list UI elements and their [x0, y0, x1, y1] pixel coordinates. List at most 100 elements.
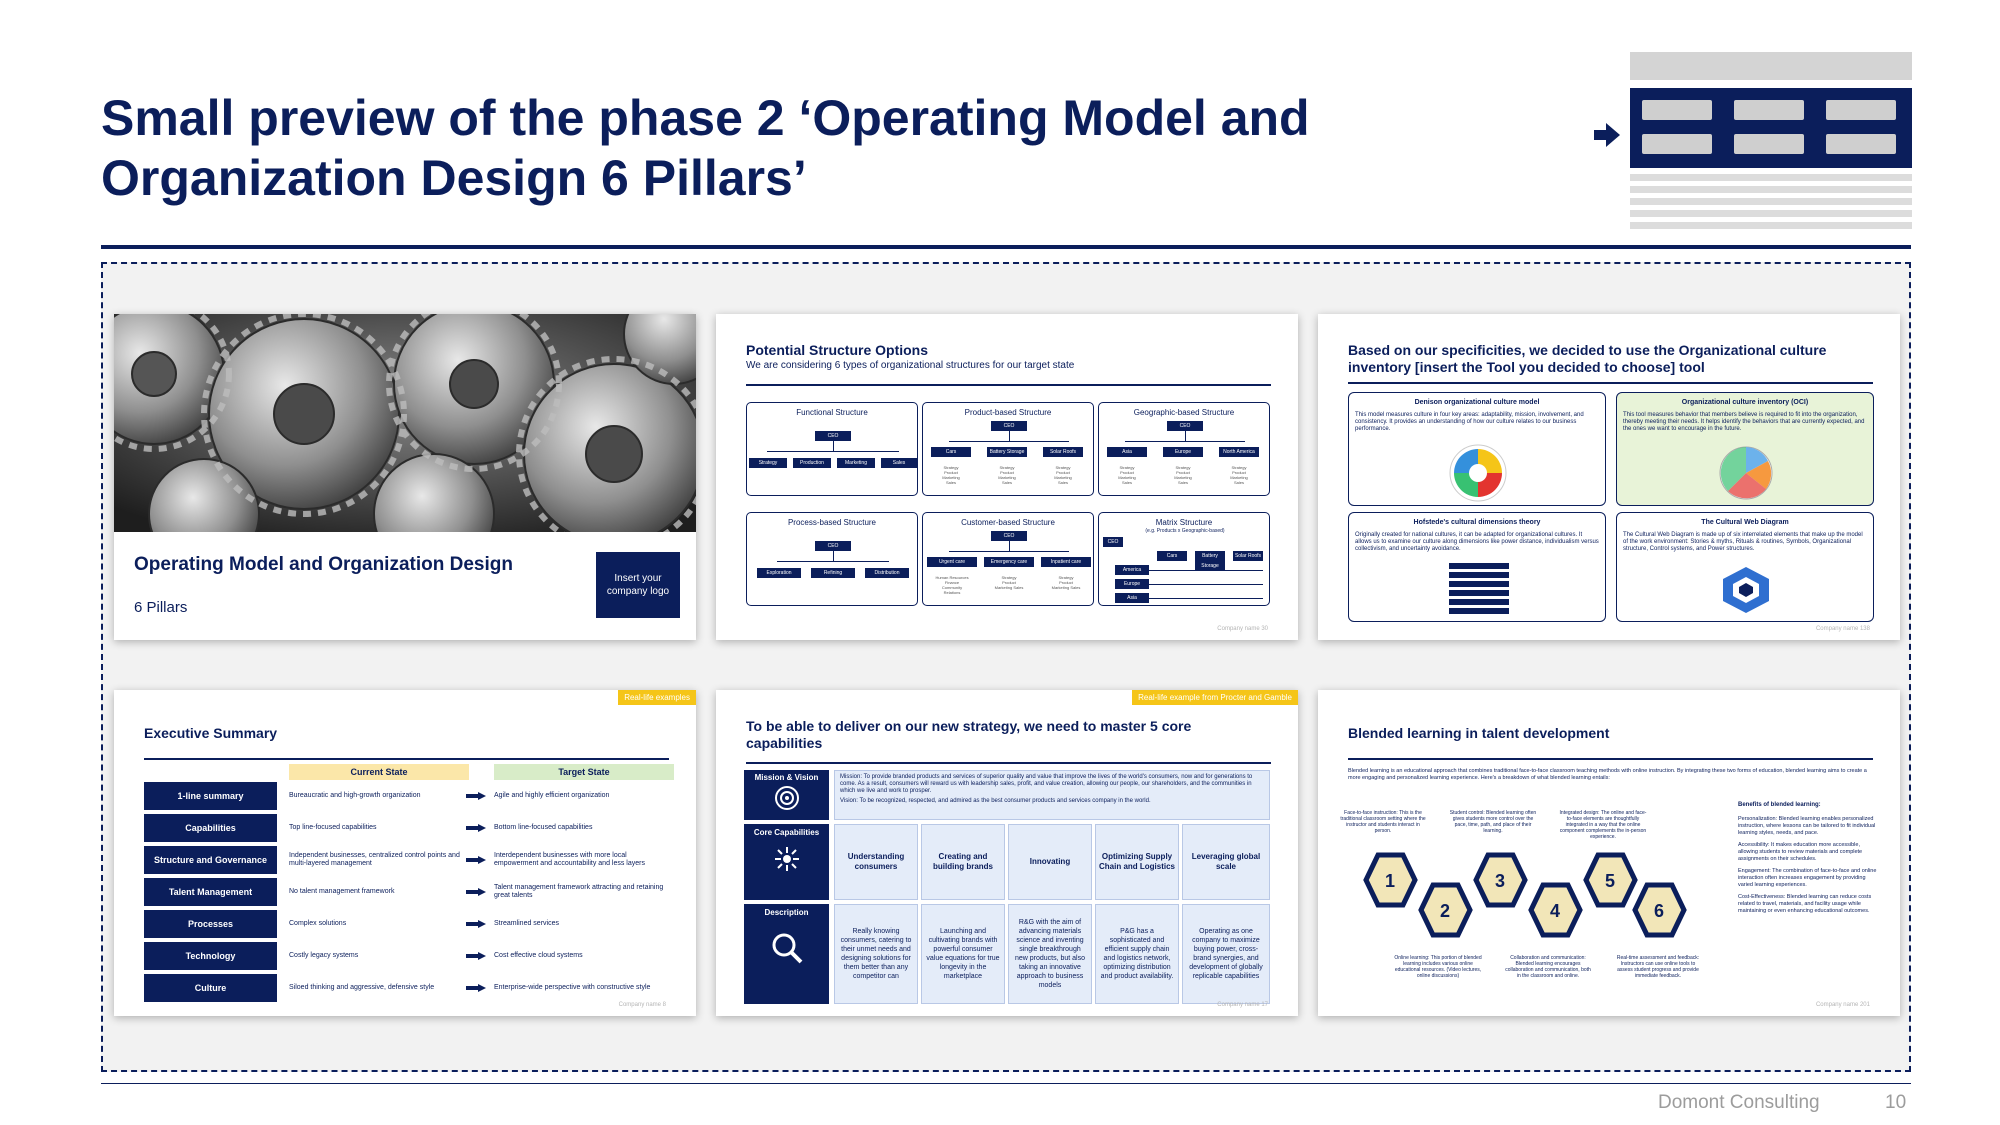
hex-number: 2	[1440, 901, 1450, 921]
slide-title: To be able to deliver on our new strateg…	[746, 718, 1192, 751]
logo-placeholder: Insert your company logo	[596, 552, 680, 618]
current-state-header: Current State	[289, 764, 469, 780]
current-cell: Independent businesses, centralized cont…	[289, 852, 460, 867]
slide-title: Blended learning in talent development	[1348, 725, 1610, 741]
preview-slide-executive-summary[interactable]: Real-life examples Executive Summary Cur…	[114, 690, 696, 1016]
arrow-right-icon	[466, 824, 486, 832]
mission-vision-cell: Mission: To provide branded products and…	[834, 770, 1270, 820]
target-state-header: Target State	[494, 764, 674, 780]
slide-footer: Company name 30	[1217, 626, 1268, 632]
gears-image	[114, 314, 696, 532]
target-cell: Cost effective cloud systems	[494, 952, 583, 959]
slide-rule	[746, 762, 1271, 764]
arrow-right-icon	[466, 920, 486, 928]
hex-number: 6	[1654, 901, 1664, 921]
footer-page-number: 10	[1885, 1092, 1907, 1113]
capability-cell: Optimizing Supply Chain and Logistics	[1095, 824, 1179, 900]
section-minimap-icon	[1630, 52, 1912, 230]
slide-rule	[1348, 758, 1873, 760]
target-cell: Agile and highly efficient organization	[494, 792, 610, 799]
row-label: Capabilities	[144, 814, 277, 842]
page-title: Small preview of the phase 2 ‘Operating …	[101, 90, 1310, 206]
capability-cell: Creating and building brands	[921, 824, 1005, 900]
culture-box-hofstede: Hofstede's cultural dimensions theory Or…	[1348, 512, 1606, 622]
arrow-right-icon	[466, 952, 486, 960]
description-cell: Really knowing consumers, catering to th…	[834, 904, 918, 1004]
slide-rule	[144, 758, 669, 760]
preview-slide-culture-tools[interactable]: Based on our specificities, we decided t…	[1318, 314, 1900, 640]
target-cell: Talent management framework attracting a…	[494, 884, 664, 899]
slide-footer: Company name 8	[618, 1002, 666, 1008]
row-label: Talent Management	[144, 878, 277, 906]
slide-footer: Company name 201	[1815, 1002, 1870, 1008]
current-cell: No talent management framework	[289, 888, 395, 895]
row-label: Culture	[144, 974, 277, 1002]
preview-frame: Operating Model and Organization Design …	[101, 262, 1911, 1072]
current-cell: Complex solutions	[289, 920, 347, 927]
capability-cell: Innovating	[1008, 824, 1092, 900]
functional-structure-box: Functional Structure CEO Strategy Produc…	[746, 402, 918, 496]
geographic-structure-box: Geographic-based Structure CEO Asia Euro…	[1098, 402, 1270, 496]
hexagon-sequence: 1 2 3 4 5 6	[1363, 852, 1687, 938]
sparkle-icon	[774, 847, 799, 871]
hex-number: 1	[1385, 871, 1395, 891]
footer-divider	[101, 1083, 1911, 1084]
hofstede-bars	[1449, 563, 1509, 615]
description-cell: Launching and cultivating brands with po…	[921, 904, 1005, 1004]
row-label: Technology	[144, 942, 277, 970]
description-cell: P&G has a sophisticated and efficient su…	[1095, 904, 1179, 1004]
target-cell: Enterprise-wide perspective with constru…	[494, 984, 651, 991]
description-label: Description	[744, 904, 829, 1004]
arrow-right-icon	[466, 984, 486, 992]
current-cell: Top line-focused capabilities	[289, 824, 377, 831]
target-cell: Streamlined services	[494, 920, 559, 927]
row-label: Structure and Governance	[144, 846, 277, 874]
hex-number: 5	[1605, 871, 1615, 891]
slide-title: Potential Structure Options	[746, 342, 929, 358]
slide-title: Executive Summary	[144, 725, 278, 741]
hex-note: Collaboration and communication: Blended…	[1505, 955, 1591, 979]
footer-company: Domont Consulting	[1658, 1092, 1820, 1113]
slide-footer: Company name 138	[1815, 626, 1870, 632]
description-cell: R&G with the aim of advancing materials …	[1008, 904, 1092, 1004]
culture-box-denison: Denison organizational culture model Thi…	[1348, 392, 1606, 506]
customer-structure-box: Customer-based Structure CEO Urgent care…	[922, 512, 1094, 606]
slide-title: Based on our specificities, we decided t…	[1348, 342, 1827, 375]
target-cell: Interdependent businesses with more loca…	[494, 852, 645, 867]
benefits-list: Personalization: Blended learning enable…	[1738, 816, 1877, 914]
product-structure-box: Product-based Structure CEO Cars Battery…	[922, 402, 1094, 496]
benefits-title: Benefits of blended learning:	[1738, 802, 1821, 808]
real-life-tag: Real-life examples	[618, 690, 696, 705]
magnifier-icon	[772, 933, 802, 964]
hex-note: Student control: Blended learning often …	[1449, 810, 1537, 834]
description-cell: Operating as one company to maximize buy…	[1182, 904, 1270, 1004]
oci-circumplex-icon	[1719, 446, 1773, 500]
culture-box-cultural-web: The Cultural Web Diagram The Cultural We…	[1616, 512, 1874, 622]
preview-slide-cover[interactable]: Operating Model and Organization Design …	[114, 314, 696, 640]
intro-text: Blended learning is an educational appro…	[1348, 768, 1867, 781]
slide-rule	[746, 384, 1271, 386]
preview-slide-structure-options[interactable]: Potential Structure Options We are consi…	[716, 314, 1298, 640]
target-icon	[774, 786, 799, 810]
hex-note: Real-time assessment and feedback: Instr…	[1616, 955, 1700, 979]
hex-number: 4	[1550, 901, 1560, 921]
slide-subtitle: We are considering 6 types of organizati…	[746, 360, 1075, 371]
title-divider	[101, 245, 1911, 249]
matrix-structure-box: Matrix Structure (e.g. Products x Geogra…	[1098, 512, 1270, 606]
preview-slide-core-capabilities[interactable]: Real-life example from Procter and Gambl…	[716, 690, 1298, 1016]
mission-label: Mission & Vision	[744, 770, 829, 820]
cover-title: Operating Model and Organization Design	[134, 554, 513, 575]
hex-note: Face-to-face instruction: This is the tr…	[1340, 810, 1426, 834]
arrow-right-icon	[1594, 123, 1620, 147]
hex-note: Integrated design: The online and face-t…	[1559, 810, 1647, 840]
current-cell: Costly legacy systems	[289, 952, 359, 959]
slide-rule	[1348, 382, 1873, 384]
preview-slide-blended-learning[interactable]: Blended learning in talent development B…	[1318, 690, 1900, 1016]
slide-footer: Company name 17	[1217, 1002, 1268, 1008]
core-capabilities-label: Core Capabilities	[744, 824, 829, 900]
culture-box-oci: Organizational culture inventory (OCI) T…	[1616, 392, 1874, 506]
capability-cell: Understanding consumers	[834, 824, 918, 900]
target-cell: Bottom line-focused capabilities	[494, 824, 593, 831]
arrow-right-icon	[466, 888, 486, 896]
